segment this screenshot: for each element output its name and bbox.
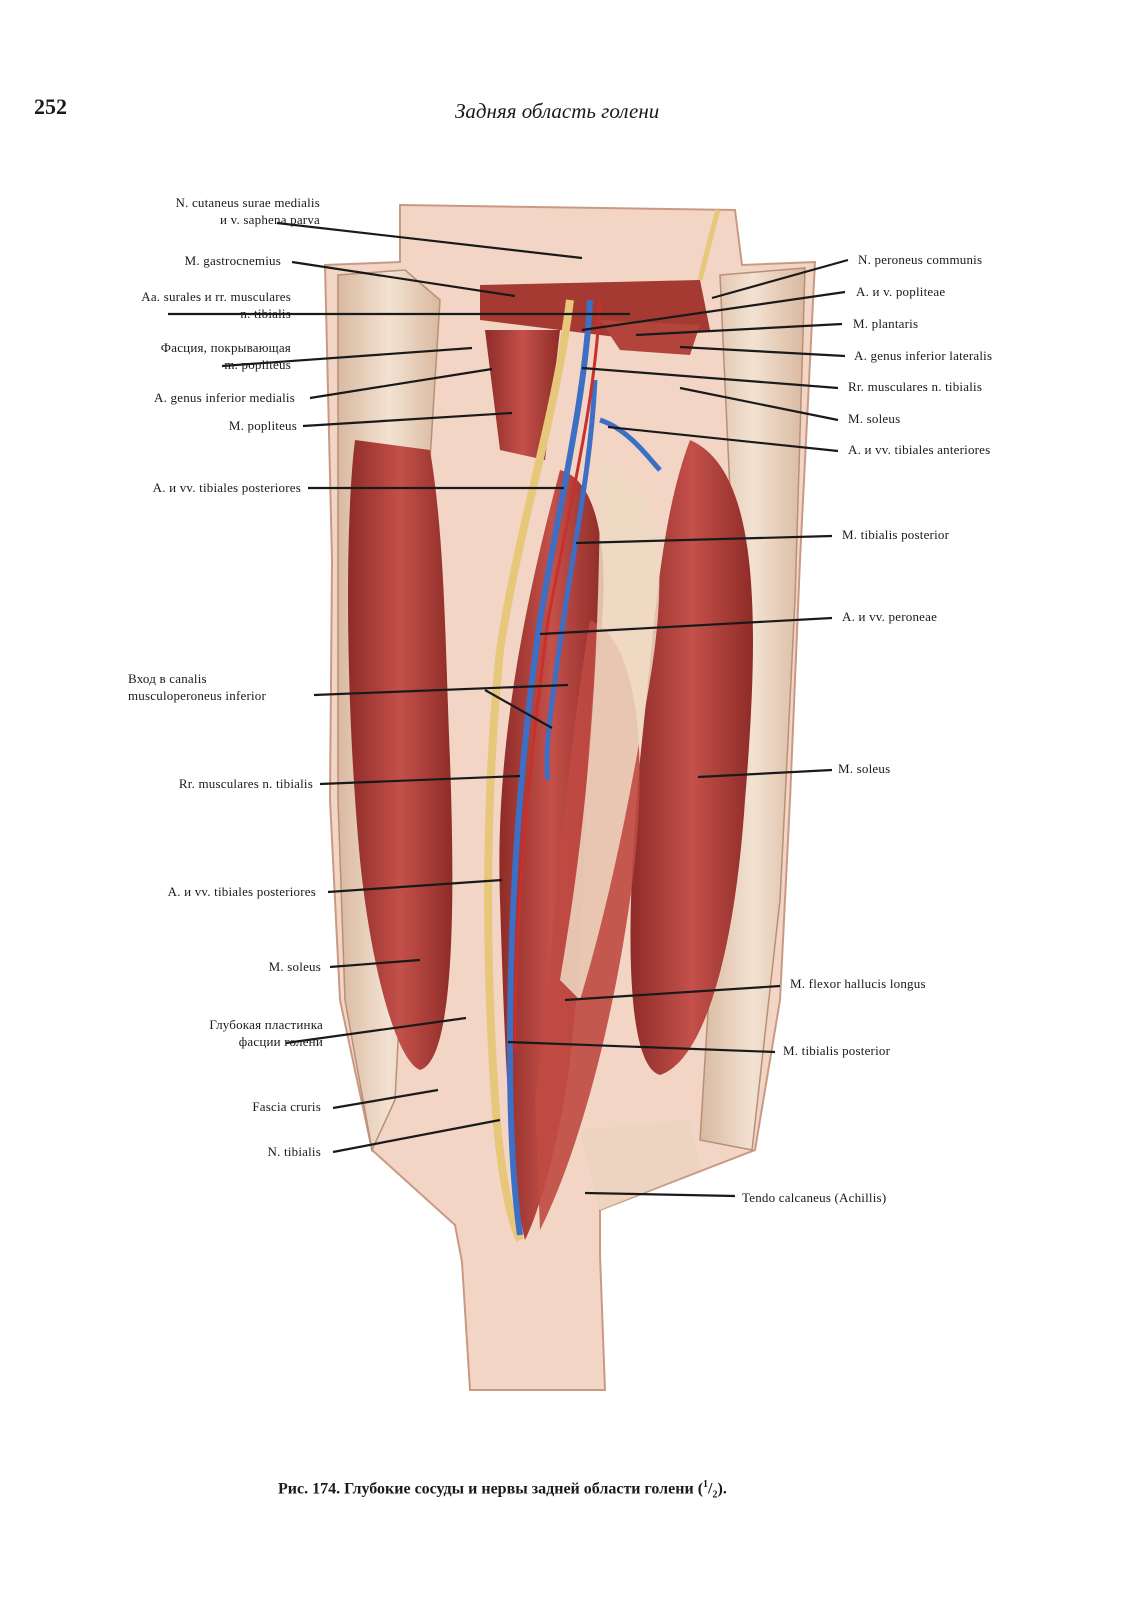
label-m-flexor-hallucis-longus: M. flexor hallucis longus: [790, 976, 926, 991]
soleus-left: [348, 440, 453, 1070]
label-n-peroneus-communis: N. peroneus communis: [858, 252, 983, 267]
label-m-plantaris: M. plantaris: [853, 316, 919, 331]
label-a-vv-tibiales-posteriores-1: A. и vv. tibiales posteriores: [152, 480, 301, 495]
label-fascia-cruris: Fascia cruris: [252, 1099, 321, 1114]
popliteus-muscle: [485, 330, 560, 460]
leader-10: [327, 878, 503, 894]
vein-tibial-posterior: [506, 299, 593, 1236]
label-m-popliteus: M. popliteus: [228, 418, 297, 433]
label-a-v-popliteae: A. и v. popliteae: [856, 284, 946, 299]
artery-popliteal: [513, 299, 602, 1051]
label-a-genus-inferior-lateralis: A. genus inferior lateralis: [854, 348, 993, 363]
label-m-soleus-right-1: M. soleus: [848, 411, 901, 426]
figure-caption: Рис. 174. Глубокие сосуды и нервы задней…: [278, 1479, 727, 1501]
leader-r6: [679, 386, 839, 422]
label-a-vv-peroneae: A. и vv. peroneae: [842, 609, 938, 624]
leader-r1: [711, 258, 849, 300]
page-number: 252: [34, 94, 67, 119]
leader-2: [291, 260, 516, 298]
leader-11: [329, 958, 421, 969]
label-n-tibialis: N. tibialis: [267, 1144, 321, 1159]
leader-4: [221, 346, 473, 368]
tendon-sheet: [560, 460, 660, 1000]
nerve-peroneus-communis: [697, 209, 721, 281]
tibialis-posterior: [499, 470, 604, 1240]
leader-6: [302, 411, 513, 428]
leader-r3: [635, 322, 843, 337]
leader-r12: [507, 1040, 776, 1054]
leader-r10: [697, 768, 833, 779]
leader-r8: [575, 534, 833, 545]
label-a-vv-tibiales-posteriores-2: A. и vv. tibiales posteriores: [167, 884, 316, 899]
leader-r4: [679, 345, 846, 358]
leader-r2: [581, 290, 846, 332]
leader-8b: [484, 689, 553, 729]
nerve-tibialis: [484, 299, 574, 1242]
leader-14: [332, 1118, 501, 1154]
leader-13: [332, 1088, 439, 1110]
leader-8: [313, 683, 569, 697]
leader-r9: [539, 616, 833, 636]
label-rr-musculares-left: Rr. musculares n. tibialis: [178, 776, 313, 791]
leader-5: [309, 367, 493, 400]
label-m-tibialis-posterior-2: M. tibialis posterior: [783, 1043, 891, 1058]
leader-9: [319, 774, 521, 786]
label-m-tibialis-posterior-1: M. tibialis posterior: [842, 527, 950, 542]
label-a-vv-tibiales-anteriores: A. и vv. tibiales anteriores: [848, 442, 991, 457]
leader-1: [276, 221, 583, 260]
leader-r13: [584, 1191, 736, 1198]
achilles-tendon: [580, 1120, 700, 1210]
label-m-soleus-left: M. soleus: [268, 959, 321, 974]
leader-r5: [581, 366, 839, 390]
leader-r11: [564, 984, 781, 1002]
leader-r7: [607, 425, 839, 453]
plantaris-muscle: [600, 320, 700, 355]
running-title: Задняя область голени: [455, 99, 660, 123]
label-rr-musculares-right: Rr. musculares n. tibialis: [848, 379, 983, 394]
label-m-soleus-right-2: M. soleus: [838, 761, 891, 776]
leader-12: [285, 1016, 467, 1045]
label-tendo-calcaneus: Tendo calcaneus (Achillis): [742, 1190, 887, 1205]
vein-tibial-anterior: [599, 417, 662, 472]
label-m-gastrocnemius: M. gastrocnemius: [184, 253, 281, 268]
soleus-right: [630, 440, 753, 1075]
leader-lines: [168, 221, 849, 1198]
label-a-genus-inferior-medialis: A. genus inferior medialis: [154, 390, 295, 405]
